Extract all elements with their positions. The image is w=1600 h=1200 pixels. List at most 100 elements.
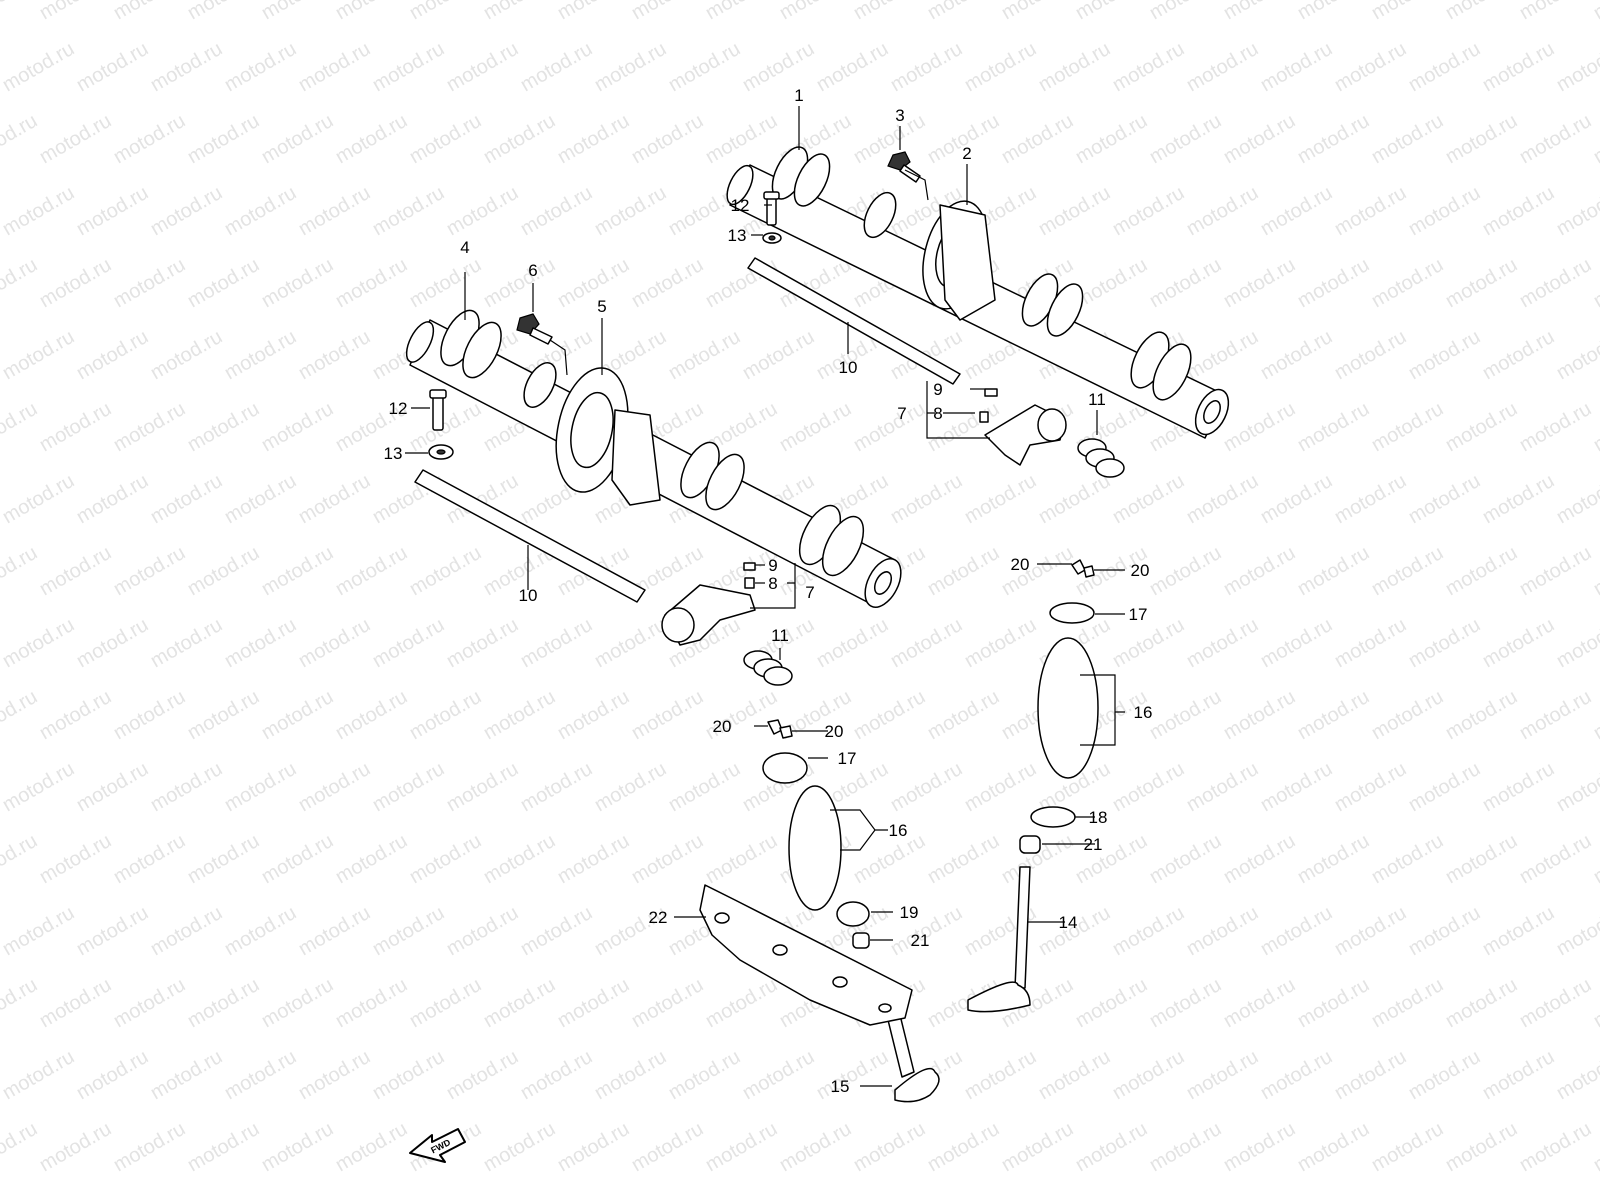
watermark-text: motod.ru [887,38,966,97]
watermark-text: motod.ru [110,686,189,745]
watermark-text: motod.ru [406,974,485,1033]
watermark-text: motod.ru [1405,902,1484,961]
watermark-text: motod.ru [0,902,78,961]
plate-22-holes [714,912,892,1013]
watermark-text: motod.ru [554,0,633,24]
watermark-text: motod.ru [961,470,1040,529]
watermark-text: motod.ru [702,110,781,169]
watermark-text: motod.ru [1109,470,1188,529]
callout-3: 3 [895,106,904,125]
callout-10-upper: 10 [839,358,858,377]
watermark-text: motod.ru [443,614,522,673]
watermark-text: motod.ru [961,614,1040,673]
callout-1: 1 [794,86,803,105]
watermark-text: motod.ru [1294,254,1373,313]
watermark-text: motod.ru [1183,758,1262,817]
watermark-text: motod.ru [1072,974,1151,1033]
watermark-text: motod.ru [887,758,966,817]
watermark-text: motod.ru [665,758,744,817]
bolt-12-upper [762,191,782,244]
watermark-text: motod.ru [517,902,596,961]
watermark-text: motod.ru [184,0,263,24]
watermark-text: motod.ru [850,1118,929,1177]
watermark-text: motod.ru [1109,614,1188,673]
watermark-text: motod.ru [998,0,1077,24]
watermark-text: motod.ru [1590,110,1600,169]
watermark-text: motod.ru [591,1046,670,1105]
callout-6: 6 [528,261,537,280]
watermark-text: motod.ru [591,38,670,97]
watermark-text: motod.ru [1257,758,1336,817]
watermark-text: motod.ru [1405,38,1484,97]
watermark-text: motod.ru [1109,1046,1188,1105]
watermark-text: motod.ru [1516,254,1595,313]
watermark-text: motod.ru [554,974,633,1033]
watermark-text: motod.ru [1405,326,1484,385]
watermark-text: motod.ru [0,686,41,745]
watermark-text: motod.ru [332,830,411,889]
watermark-text: motod.ru [295,326,374,385]
watermark-text: motod.ru [1553,758,1600,817]
watermark-text: motod.ru [110,542,189,601]
watermark-text: motod.ru [1294,0,1373,24]
watermark-text: motod.ru [0,758,78,817]
watermark-text: motod.ru [1183,614,1262,673]
watermark-text: motod.ru [1442,974,1521,1033]
watermark-text: motod.ru [1183,470,1262,529]
watermark-text: motod.ru [628,830,707,889]
watermark-text: motod.ru [73,38,152,97]
watermark-text: motod.ru [295,182,374,241]
watermark-text: motod.ru [406,686,485,745]
watermark-text: motod.ru [1516,974,1595,1033]
watermark-text: motod.ru [1368,254,1447,313]
watermark-text: motod.ru [1442,0,1521,24]
watermark-text: motod.ru [924,1118,1003,1177]
watermark-text: motod.ru [665,38,744,97]
watermark-text: motod.ru [924,0,1003,24]
callout-4: 4 [460,238,469,257]
callout-12-lower: 12 [389,399,408,418]
watermark-text: motod.ru [110,254,189,313]
watermark-text: motod.ru [517,182,596,241]
watermark-text: motod.ru [147,38,226,97]
watermark-text: motod.ru [1405,1046,1484,1105]
watermark-text: motod.ru [1479,614,1558,673]
watermark-text: motod.ru [406,0,485,24]
watermark-text: motod.ru [1553,38,1600,97]
watermark-text: motod.ru [221,182,300,241]
watermark-text: motod.ru [628,1118,707,1177]
watermark-text: motod.ru [36,254,115,313]
watermark-text: motod.ru [36,110,115,169]
watermark-text: motod.ru [1442,1118,1521,1177]
rocker-arm-upper [979,388,1067,466]
watermark-text: motod.ru [332,110,411,169]
watermark-text: motod.ru [221,38,300,97]
watermark-text: motod.ru [1331,614,1410,673]
watermark-text: motod.ru [1368,398,1447,457]
watermark-text: motod.ru [1220,686,1299,745]
spring-11-upper [1077,438,1125,478]
watermark-text: motod.ru [1183,38,1262,97]
watermark-text: motod.ru [1294,1118,1373,1177]
watermark-text: motod.ru [1405,182,1484,241]
watermark-text: motod.ru [184,830,263,889]
watermark-text: motod.ru [517,38,596,97]
callout-20-left-b: 20 [825,722,844,741]
watermark-text: motod.ru [554,830,633,889]
bolt-3 [887,151,921,183]
watermark-text: motod.ru [702,254,781,313]
watermark-text: motod.ru [1553,902,1600,961]
callout-5: 5 [597,297,606,316]
watermark-text: motod.ru [1183,326,1262,385]
watermark-text: motod.ru [295,614,374,673]
watermark-text: motod.ru [702,1118,781,1177]
watermark-text: motod.ru [1109,182,1188,241]
watermark-text: motod.ru [702,974,781,1033]
watermark-text: motod.ru [1590,0,1600,24]
watermark-text: motod.ru [1146,686,1225,745]
watermark-text: motod.ru [850,398,929,457]
watermark-text: motod.ru [73,614,152,673]
watermark-text: motod.ru [1294,110,1373,169]
watermark-text: motod.ru [480,1118,559,1177]
